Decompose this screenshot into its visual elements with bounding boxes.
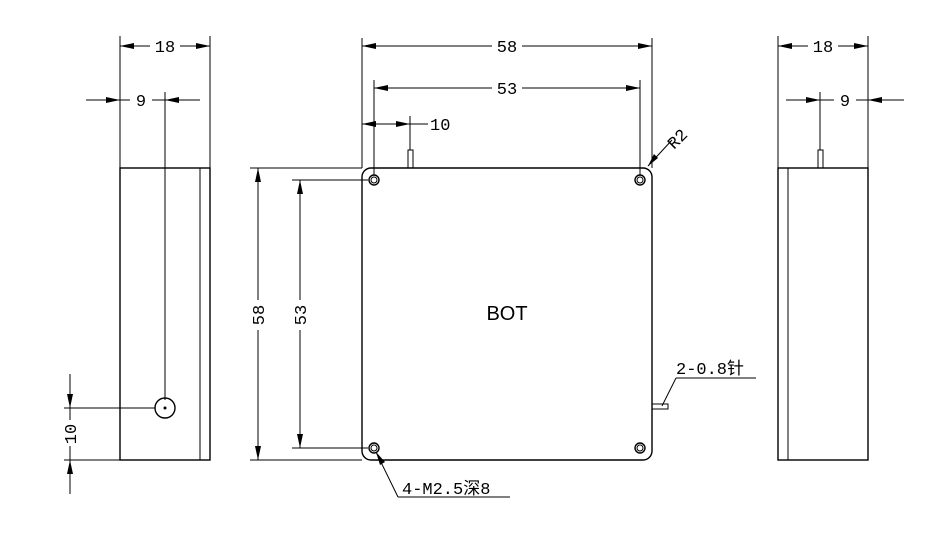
- right-width-label: 18: [813, 39, 833, 58]
- pin-offset-label: 10: [430, 117, 450, 136]
- right-half-dimension: 9: [786, 92, 904, 112]
- hole-spacing-label: 53: [497, 81, 517, 100]
- left-width-label: 18: [155, 39, 175, 58]
- right-body: [777, 167, 869, 461]
- left-half-label: 9: [136, 93, 146, 112]
- left-hole-offset-label: 10: [63, 424, 82, 444]
- right-pin: [817, 149, 824, 169]
- hole-spacing-v-dimension: 53: [292, 180, 312, 448]
- main-width-label: 58: [497, 39, 517, 58]
- right-width-dimension: 18: [778, 38, 868, 58]
- left-side-view: 18 9 10: [62, 36, 211, 494]
- hole-spacing-dimension: 53: [374, 80, 640, 100]
- left-hole-offset-dimension: 10: [62, 374, 82, 494]
- right-half-label: 9: [840, 93, 850, 112]
- right-side-view: 18 9: [777, 36, 904, 461]
- main-height-label: 58: [251, 305, 270, 325]
- hole-note-callout: 4-M2.5深8: [375, 451, 510, 500]
- pin-note-label: 2-0.8针: [676, 359, 744, 380]
- main-height-dimension: 58: [250, 168, 270, 460]
- main-body: [361, 167, 653, 461]
- left-width-dimension: 18: [120, 38, 210, 58]
- main-view: 58 53 10 R2: [250, 38, 756, 500]
- pin-offset-dimension: 10: [362, 117, 450, 136]
- top-pin: [407, 149, 414, 169]
- corner-radius-callout: R2: [647, 126, 693, 167]
- side-pin: [651, 403, 669, 410]
- main-width-dimension: 58: [362, 38, 652, 58]
- hole-note-label: 4-M2.5深8: [402, 479, 490, 500]
- corner-radius-label: R2: [665, 126, 693, 154]
- hole-spacing-v-label: 53: [293, 305, 312, 325]
- pin-note-callout: 2-0.8针: [661, 359, 756, 407]
- hole-bottom-right: [634, 442, 646, 454]
- center-label: BOT: [486, 303, 527, 325]
- hole-bottom-left: [368, 442, 380, 454]
- left-half-dimension: 9: [86, 92, 200, 400]
